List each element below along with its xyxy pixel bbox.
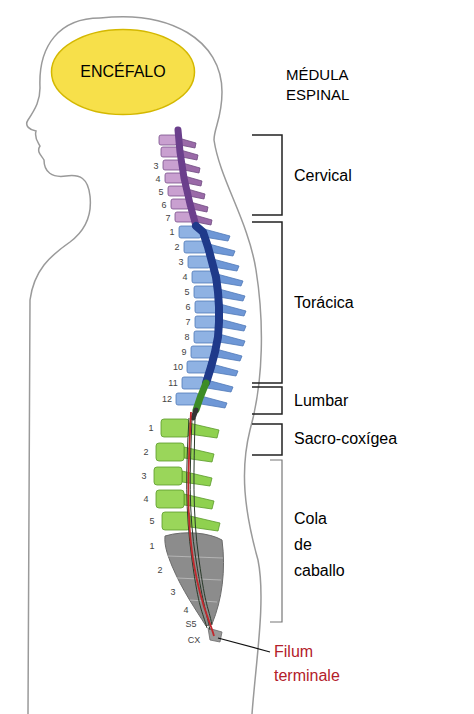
region-label: Cervical: [294, 167, 352, 185]
brain-shape-fill: [52, 30, 195, 115]
vertebra-number: 6: [161, 200, 166, 210]
vertebra-number: 8: [184, 332, 189, 342]
leader-line: [218, 638, 270, 652]
vertebra-number: 5: [184, 287, 189, 297]
vertebra-number: 5: [149, 516, 154, 526]
vertebra-number: 3: [170, 587, 175, 597]
vertebra-number: 12: [162, 394, 172, 404]
brain-shape: ENCÉFALO: [50, 28, 196, 116]
vertebra-number: 10: [173, 362, 183, 372]
body-outline: [100, 17, 261, 714]
spinal-cord: [193, 410, 196, 418]
cauda-equina: [187, 418, 212, 630]
vertebra-number: 4: [143, 494, 148, 504]
node-label: ENCÉFALO: [80, 63, 165, 81]
filum-terminale: [188, 412, 214, 636]
vertebra-number: 2: [157, 565, 162, 575]
vertebra-number: 3: [141, 471, 146, 481]
vertebra-number: 9: [181, 347, 186, 357]
vertebra-number: 6: [185, 302, 190, 312]
thoracic-vertebrae: [176, 226, 246, 408]
vertebra-number: 4: [183, 605, 188, 615]
vertebra-number: 3: [178, 257, 183, 267]
vertebra: [156, 490, 214, 509]
region-label: Cola de caballo: [294, 506, 345, 584]
vertebra-number: S5: [185, 619, 196, 629]
vertebra-number: 11: [168, 378, 177, 388]
vertebra-number: 3: [153, 161, 158, 171]
vertebra-number: 7: [185, 317, 190, 327]
bracket: [270, 460, 282, 622]
body-outline: [27, 18, 100, 714]
region-label: Sacro-coxígea: [294, 430, 397, 448]
filum-label: Filum terminale: [274, 640, 340, 688]
heading: MÉDULA ESPINAL: [286, 65, 349, 105]
vertebra-number: 4: [182, 272, 187, 282]
vertebra-number: 1: [149, 541, 154, 551]
vertebra-number: 5: [158, 187, 163, 197]
sacrum-segments: [168, 556, 223, 602]
bracket: [252, 135, 282, 455]
spinal-cord: [178, 130, 196, 226]
vertebra-number: 4: [155, 174, 160, 184]
spinal-cord: [196, 226, 219, 383]
vertebra-number: CX: [188, 635, 201, 645]
vertebra-number: 1: [148, 423, 153, 433]
vertebra: [156, 443, 214, 462]
vertebra-number: 2: [174, 242, 179, 252]
vertebra: [154, 467, 212, 486]
region-label: Lumbar: [294, 392, 348, 410]
vertebra-number: 2: [143, 447, 148, 457]
region-label: Torácica: [294, 294, 354, 312]
spinal-cord: [196, 383, 206, 410]
coccyx: [208, 628, 222, 642]
vertebra-number: 7: [165, 213, 170, 223]
vertebra-number: 1: [169, 227, 174, 237]
